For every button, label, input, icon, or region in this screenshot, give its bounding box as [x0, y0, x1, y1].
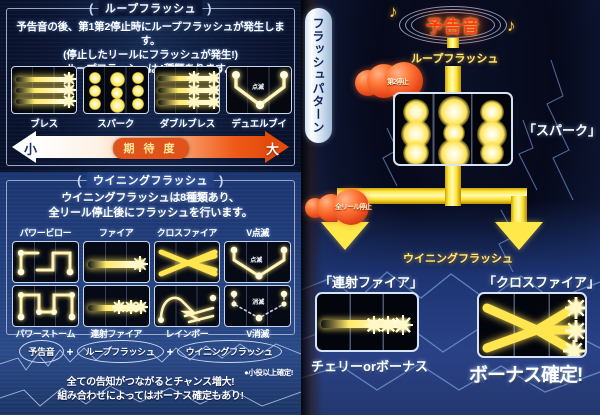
double-breath-flash-icon [154, 66, 221, 114]
rainbow-icon[interactable] [153, 285, 221, 327]
winning-flash-pipe-label: ウイニングフラッシュ [403, 253, 513, 265]
loop-flash-panel-title: ( ループフラッシュ ) [85, 0, 216, 16]
winning-pattern-label: V点滅 [246, 228, 270, 238]
winning-flash-panel-title: ( ウイニングフラッシュ ) [73, 172, 228, 188]
orange-ball [333, 189, 369, 225]
flow-steps: 予告音 + ループフラッシュ + ウイニングフラッシュ [8, 340, 293, 363]
winning-desc-line-1: ウイニングフラッシュは8種類あり、 [61, 192, 240, 204]
power-billow-icon[interactable] [12, 241, 79, 283]
yokokuon-badge-label: 予告音 [426, 17, 480, 37]
arrow-left-down-icon [321, 222, 369, 250]
music-note-right-icon: ♪ [507, 16, 516, 35]
right-column: フラッシュパターン 予告音 ♪ ♪ ループフラッシュ 第2停止 [301, 0, 600, 415]
spark-reel-display [393, 92, 513, 166]
rapid-fire-quote-label: 「連射ファイア」 [319, 275, 424, 290]
title-cap-left-icon: ( [77, 172, 82, 188]
winning-pattern-label: パワーストーム [15, 329, 76, 339]
duel-v-flash-icon: 点滅 [225, 66, 292, 114]
flow-plus-icon: + [166, 344, 174, 359]
flow-note: 全ての告知がつながるとチャンス増大! 組み合わせによってはボーナス確定もあり! [0, 376, 301, 404]
title-cap-right-icon: ) [219, 172, 224, 188]
v-vanish-icon[interactable]: 消滅 [224, 285, 291, 327]
pipe-junction [445, 188, 461, 206]
loop-pattern-label: デュエルブイ [231, 119, 287, 130]
stop2-label: 第2停止 [387, 79, 409, 86]
loop-pattern-item[interactable]: ブレス [11, 66, 77, 130]
cross-fire-reel-display [477, 292, 587, 358]
fire-icon[interactable] [82, 241, 150, 283]
arrow-head-left-icon [12, 131, 36, 163]
power-storm-icon[interactable] [12, 285, 79, 327]
result-left-label: チェリーorボーナス [311, 359, 429, 374]
flow-plus-icon: + [66, 344, 74, 359]
pipe-top-stub [447, 38, 459, 48]
vanish-tag: 消滅 [251, 297, 266, 306]
expectation-low-label: 小 [24, 142, 38, 157]
left-column: ( ループフラッシュ ) 予告音の後、第1第2停止時にループフラッシュが発生しま… [0, 0, 301, 415]
spark-quote-label: 「スパーク」 [523, 123, 600, 138]
winning-pattern-label: レインボー [165, 329, 209, 339]
pipe-branch-horizontal [337, 188, 527, 204]
loop-flash-pattern-row: ブレス スパーク [11, 66, 292, 130]
flash-pattern-tab[interactable]: フラッシュパターン [305, 8, 332, 143]
loop-pattern-item[interactable]: 点滅 デュエルブイ [225, 66, 292, 130]
pipe-right-branch [511, 196, 527, 224]
summary-flow: 予告音 + ループフラッシュ + ウイニングフラッシュ ●小役以上確定! 全ての… [0, 336, 301, 415]
expectation-meter: 小 大 期 待 度 [12, 131, 289, 163]
title-cap-right-icon: ) [207, 0, 213, 16]
winning-desc-line-2: 全リール停止後にフラッシュを行います。 [48, 207, 253, 219]
loop-desc-line-1: 予告音の後、第1第2停止時にループフラッシュが発生します。 [16, 21, 285, 47]
blink-tag: 点滅 [249, 255, 264, 264]
loop-desc-line-2: (停止したリールにフラッシュが発生!) [63, 49, 238, 61]
rapid-fire-reel-display [315, 292, 419, 352]
winning-pattern-label: クロスファイア [156, 228, 218, 238]
expectation-high-label: 大 [265, 142, 279, 157]
all-stop-marker: 全リール停止 [305, 184, 379, 228]
all-stop-label: 全リール停止 [335, 204, 372, 211]
winning-flash-grid: パワービロー ファイア クロスファイア V点滅 [12, 228, 291, 340]
result-right-label: ボーナス確定! [469, 365, 583, 386]
arrow-head-right-icon [265, 131, 289, 163]
loop-pattern-label: スパーク [97, 119, 135, 130]
expectation-pill-label: 期 待 度 [112, 138, 189, 159]
flash-pattern-tab-label: フラッシュパターン [311, 17, 325, 134]
flow-step-yokokuon[interactable]: 予告音 [19, 340, 64, 363]
flow-step-loop-flash[interactable]: ループフラッシュ [76, 340, 164, 363]
blink-tag: 点滅 [250, 82, 265, 91]
winning-flash-panel: ( ウイニングフラッシュ ) ウイニングフラッシュは8種類あり、 全リール停止後… [6, 172, 295, 339]
loop-pattern-item[interactable]: ダブルブレス [154, 66, 221, 130]
rapid-fire-icon[interactable] [82, 285, 150, 327]
loop-pattern-label: ブレス [30, 119, 58, 130]
flow-note-line-1: 全ての告知がつながるとチャンス増大! [66, 377, 235, 388]
cross-fire-icon[interactable] [153, 241, 221, 283]
cross-fire-quote-label: 「クロスファイア」 [483, 275, 600, 290]
flow-step-winning-flash[interactable]: ウイニングフラッシュ [176, 340, 282, 363]
winning-pattern-label: ファイア [98, 228, 134, 238]
arrow-right-down-icon [495, 222, 543, 250]
loop-flash-title-text: ループフラッシュ [98, 0, 203, 16]
loop-flash-pipe-label: ループフラッシュ [411, 53, 499, 65]
spark-flash-icon [82, 66, 149, 114]
winning-flash-description: ウイニングフラッシュは8種類あり、 全リール停止後にフラッシュを行います。 [7, 191, 294, 221]
winning-pattern-label: パワービロー [19, 228, 72, 238]
winning-pattern-label: V消滅 [246, 329, 270, 339]
winning-pattern-label: 連射ファイア [90, 329, 142, 339]
loop-pattern-label: ダブルブレス [159, 119, 216, 130]
winning-flash-title-text: ウイニングフラッシュ [87, 172, 214, 188]
loop-pattern-item[interactable]: スパーク [82, 66, 149, 130]
flow-small-note: ●小役以上確定! [244, 368, 293, 377]
title-cap-left-icon: ( [88, 0, 94, 16]
breath-flash-icon [11, 66, 77, 114]
flow-note-line-2: 組み合わせによってはボーナス確定もあり! [57, 391, 244, 402]
badge-ring-inner [411, 12, 495, 38]
music-note-left-icon: ♪ [389, 2, 398, 21]
v-blink-icon[interactable]: 点滅 [224, 241, 291, 283]
loop-flash-panel: ( ループフラッシュ ) 予告音の後、第1第2停止時にループフラッシュが発生しま… [6, 0, 295, 166]
